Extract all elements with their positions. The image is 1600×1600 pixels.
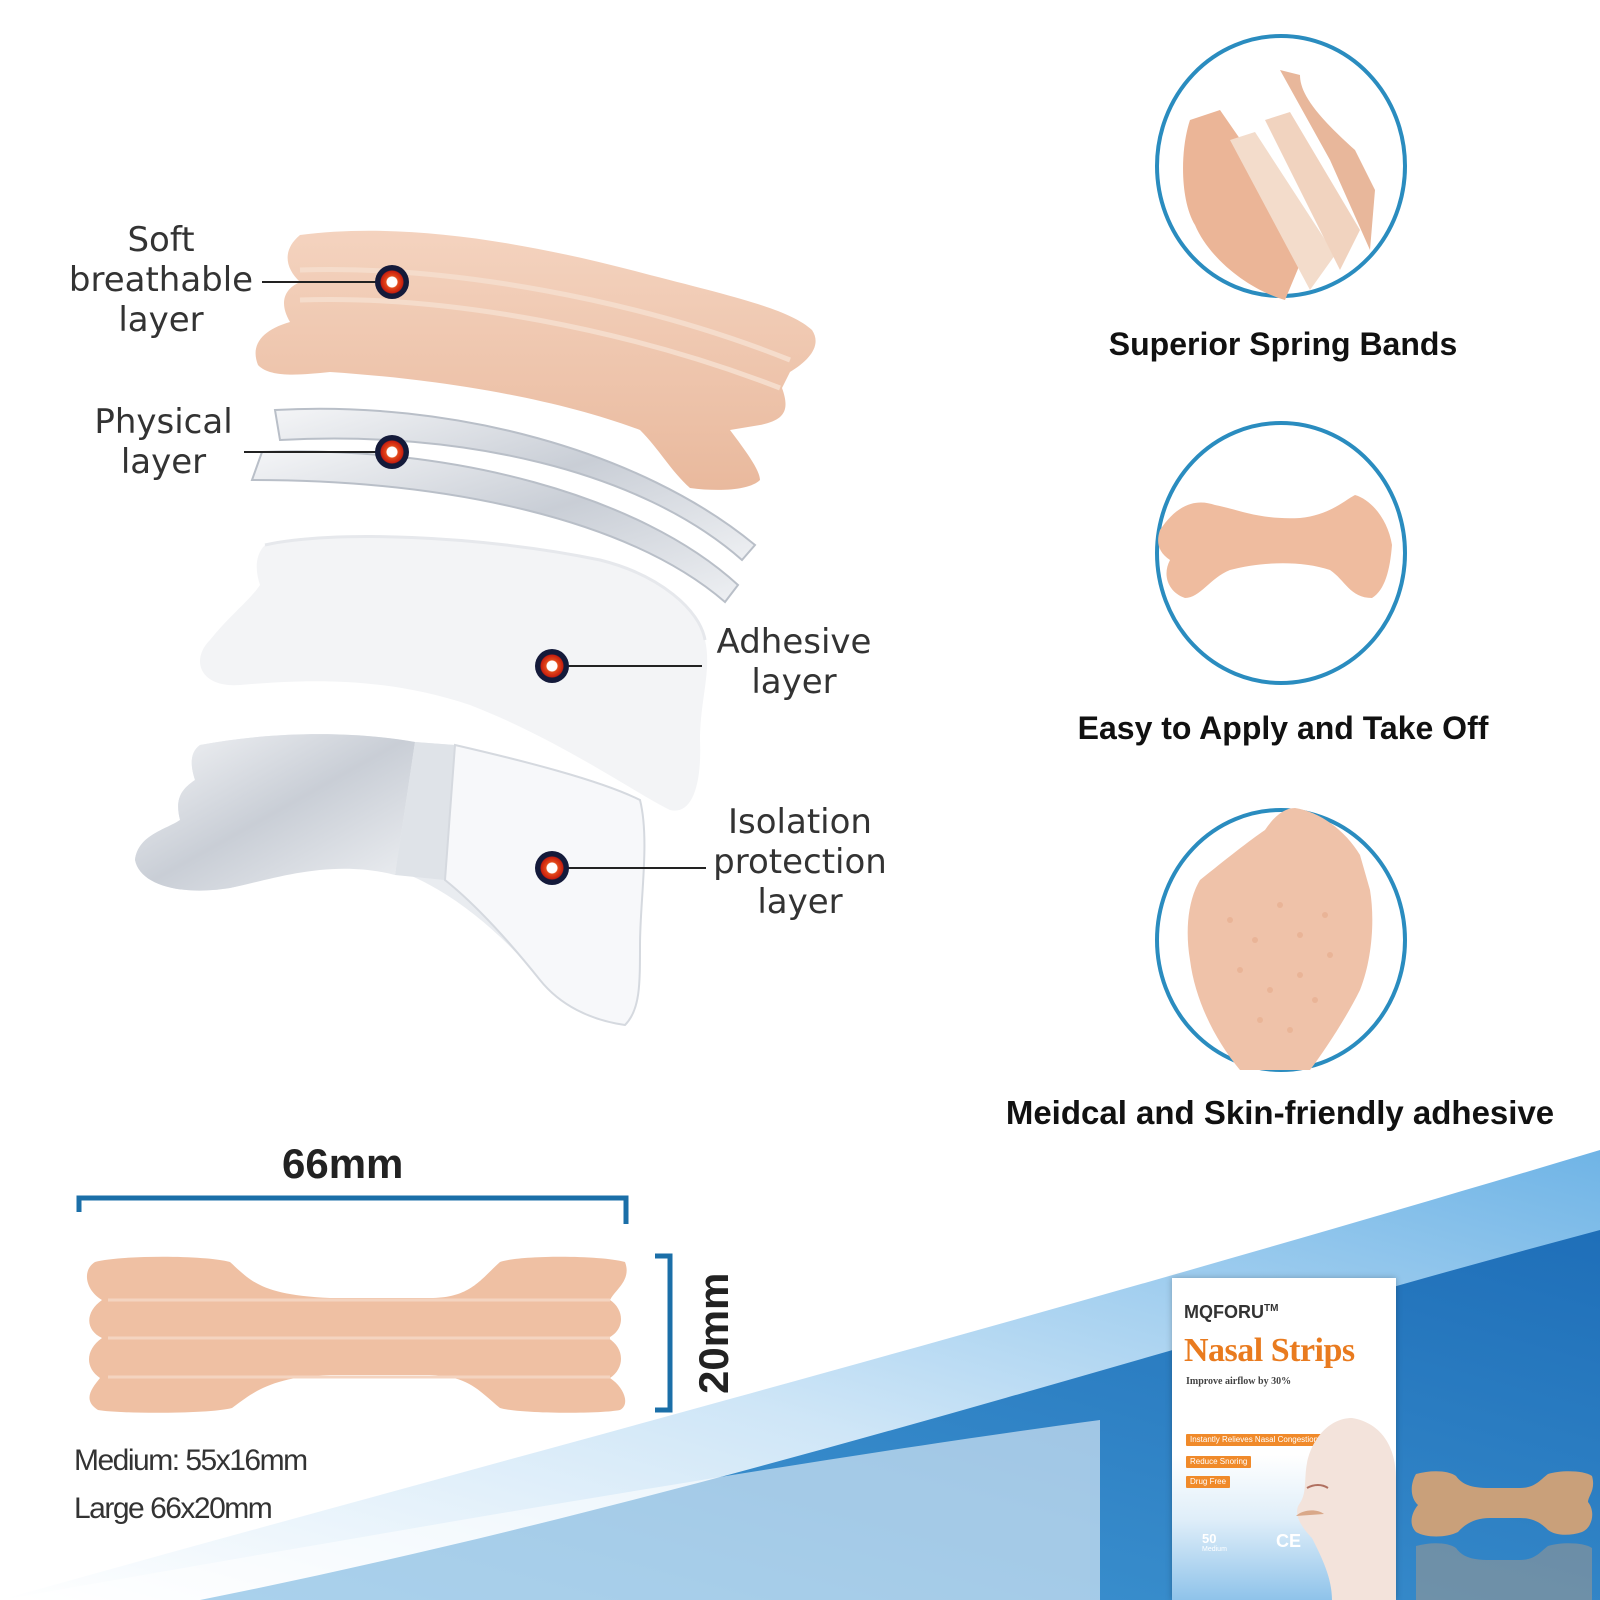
label-adhesive-layer: Adhesive layer (714, 622, 874, 702)
product-title: Nasal Strips (1184, 1332, 1355, 1369)
label-physical-layer: Physical layer (86, 402, 241, 482)
trademark: TM (1264, 1303, 1279, 1314)
product-box: MQFORUTM Nasal Strips Improve airflow by… (1172, 1278, 1396, 1600)
isolation-layer-illustration (135, 734, 646, 1027)
size-large: Large 66x20mm (74, 1492, 273, 1525)
label-line: protection (713, 842, 887, 882)
width-label: 66mm (282, 1140, 404, 1187)
ce-mark: CE (1276, 1531, 1302, 1551)
callout-lines (244, 281, 706, 869)
label-line: Soft (127, 220, 195, 260)
dimension-diagram (76, 1195, 673, 1413)
product-tag: Instantly Relieves Nasal Congestion (1186, 1434, 1323, 1446)
feature-caption-easy-apply: Easy to Apply and Take Off (1077, 710, 1489, 746)
label-line: layer (757, 882, 843, 922)
product-subtitle: Improve airflow by 30% (1186, 1376, 1292, 1387)
label-line: Isolation (728, 802, 872, 842)
sample-strip (1411, 1471, 1594, 1600)
product-count: 50 Medium (1202, 1531, 1227, 1553)
feature-caption-spring-bands: Superior Spring Bands (1108, 326, 1458, 362)
count-value: 50 (1202, 1531, 1217, 1546)
brand-text: MQFORU (1184, 1302, 1264, 1322)
label-line: breathable (68, 260, 254, 300)
product-tag: Reduce Snoring (1186, 1456, 1252, 1468)
callout-dots (375, 265, 569, 885)
feature-circle-1 (1155, 34, 1407, 300)
feature-circle-2 (1155, 421, 1407, 685)
label-line: Physical (94, 402, 233, 442)
label-line: layer (118, 300, 204, 340)
count-size: Medium (1202, 1546, 1227, 1553)
label-soft-breathable-layer: Soft breathable layer (66, 220, 256, 340)
feature-caption-adhesive: Meidcal and Skin-friendly adhesive (1005, 1094, 1555, 1131)
adhesive-layer-illustration (200, 535, 708, 811)
label-line: layer (120, 442, 207, 482)
size-medium: Medium: 55x16mm (74, 1444, 308, 1477)
physical-layer-illustration (250, 407, 757, 604)
brand-name: MQFORUTM (1184, 1302, 1278, 1323)
height-label: 20mm (690, 1272, 737, 1394)
product-tag: Drug Free (1186, 1476, 1231, 1488)
label-line: layer (751, 662, 837, 702)
face-illustration (1296, 1418, 1396, 1600)
label-line: Adhesive (716, 622, 872, 662)
feature-circle-3 (1155, 808, 1407, 1072)
label-isolation-protection-layer: Isolation protection layer (710, 802, 890, 922)
